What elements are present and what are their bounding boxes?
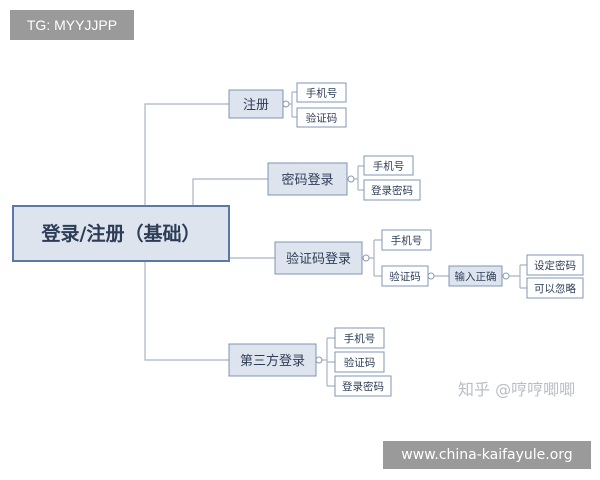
hub-code-login: [362, 254, 370, 262]
branch-code-login-box: [274, 241, 363, 275]
branch-password-login-label: 密码登录: [281, 172, 333, 188]
leaf-password-phone-box: [363, 155, 414, 176]
hub-correct: [502, 272, 510, 280]
leaf-ignore-box: [526, 277, 584, 299]
hub-code-leaf: [427, 272, 435, 280]
hubs: [282, 100, 510, 364]
branch-register: 注册 手机号 验证码: [228, 82, 347, 128]
leaf-register-phone: 手机号: [306, 87, 338, 100]
leaf-third-password-box: [334, 375, 392, 397]
leaf-register-code: 验证码: [306, 112, 338, 125]
branch-code-login-label: 验证码登录: [286, 251, 351, 267]
branch-register-box: [228, 89, 284, 119]
root-node: 登录/注册（基础）: [12, 205, 230, 262]
leaf-password-phone: 手机号: [373, 160, 405, 173]
leaf-ignore: 可以忽略: [534, 282, 576, 295]
leaf-code-phone: 手机号: [391, 234, 423, 247]
leaf-password-password: 登录密码: [371, 184, 413, 197]
branch-password-login-box: [267, 162, 348, 196]
leaf-set-password: 设定密码: [534, 259, 576, 272]
branch-code-login: 验证码登录 手机号 验证码 输入正确 设定密码 可以忽略: [274, 229, 584, 299]
connector-correct-leaves: [504, 264, 527, 289]
hub-register: [282, 100, 290, 108]
zhihu-watermark: 知乎 @哼哼唧唧: [458, 380, 576, 399]
leaf-password-password-box: [363, 179, 421, 201]
leaf-third-code-box: [334, 351, 385, 373]
sub-correct-box: [448, 265, 503, 287]
header-tag: TG: MYYJJPP: [10, 10, 134, 40]
leaf-third-password: 登录密码: [342, 380, 384, 393]
hub-password-login: [347, 175, 355, 183]
site-banner: www.china-kaifayule.org: [383, 441, 591, 469]
leaf-third-phone: 手机号: [344, 332, 376, 345]
leaf-third-phone-box: [334, 327, 385, 349]
branch-register-label: 注册: [243, 98, 269, 113]
leaf-code-phone-box: [381, 229, 432, 251]
sub-correct-label: 输入正确: [455, 270, 497, 283]
leaf-register-code-box: [296, 107, 347, 128]
leaf-code-code-box: [381, 265, 429, 287]
connector-root-password-login: [192, 178, 268, 206]
branch-password-login: 密码登录 手机号 登录密码: [267, 155, 421, 201]
branch-third-party-label: 第三方登录: [240, 353, 305, 369]
leaf-set-password-box: [526, 254, 584, 276]
branch-third-party: 第三方登录 手机号 验证码 登录密码: [228, 327, 392, 397]
connector-root-third-party: [144, 261, 229, 361]
leaf-code-code: 验证码: [389, 270, 421, 283]
root-node-label: 登录/注册（基础）: [41, 222, 201, 245]
connector-root-register: [144, 103, 229, 206]
hub-third-party: [315, 356, 323, 364]
leaf-register-phone-box: [296, 82, 347, 103]
leaf-third-code: 验证码: [344, 356, 376, 369]
branch-third-party-box: [228, 343, 317, 377]
root-node-box: [12, 205, 230, 262]
